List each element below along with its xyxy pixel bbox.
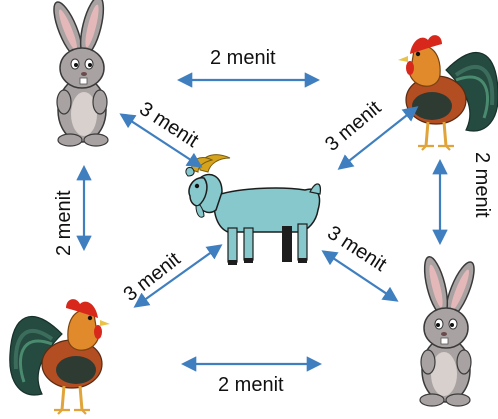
label-diag-bottom-right: 3 menit	[323, 222, 390, 276]
rabbit-bottom-right-icon	[419, 253, 481, 407]
label-right: 2 menit	[471, 152, 493, 218]
label-diag-top-right: 3 menit	[321, 97, 386, 156]
arrow-diag-bottom-right	[321, 250, 399, 302]
rabbit-top-left-icon	[47, 0, 109, 147]
label-diag-top-left: 3 menit	[135, 98, 202, 152]
arrow-diag-bottom-left	[133, 244, 223, 308]
label-left: 2 menit	[53, 190, 75, 256]
arrow-diag-top-right	[337, 106, 419, 170]
goat-center-icon	[185, 154, 321, 265]
rooster-top-right-icon	[396, 33, 498, 152]
label-top: 2 menit	[210, 47, 276, 69]
arrows	[76, 72, 448, 372]
rooster-bottom-left-icon	[7, 297, 112, 416]
arrow-diag-top-left	[119, 113, 203, 168]
label-bottom: 2 menit	[218, 374, 284, 396]
